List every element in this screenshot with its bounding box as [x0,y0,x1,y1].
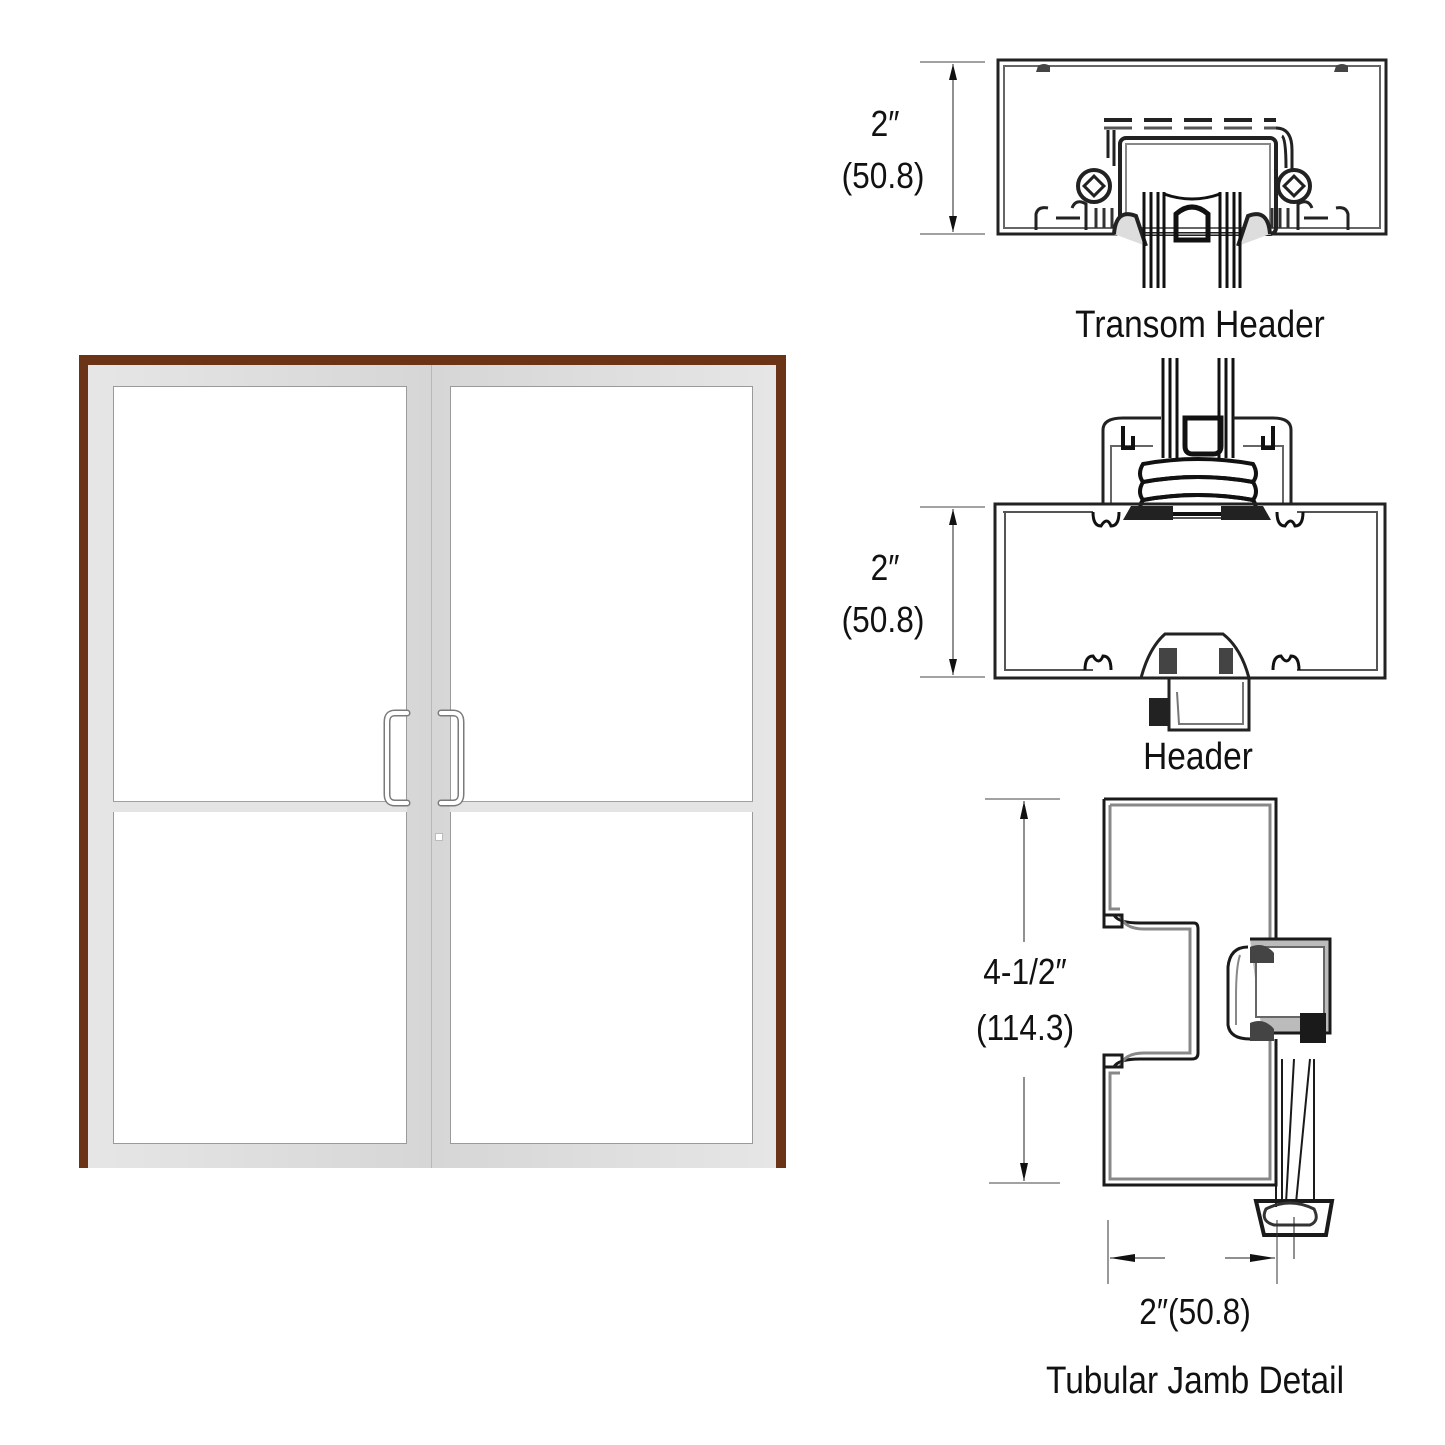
tubular-jamb-title: Tubular Jamb Detail [1046,1360,1344,1402]
transom-dimension-metric: (50.8) [841,155,925,196]
jamb-dimension-metric: (114.3) [975,1007,1075,1048]
jamb-dimension-horizontal-label: 2″(50.8) [1139,1291,1251,1332]
jamb-dimension-vertical [985,798,1060,1184]
transom-dimension-imperial: 2″ [870,103,900,144]
lock-cylinder [435,833,443,841]
header-profile [993,358,1387,732]
header-dimension-imperial: 2″ [870,547,900,588]
header-title: Header [1143,736,1253,778]
transom-header-profile [996,58,1388,288]
transom-header-title: Transom Header [1075,304,1325,346]
door-leaf-left [88,365,432,1168]
header-dimension-metric: (50.8) [841,599,925,640]
glass-pane-upper-left [113,386,407,802]
transom-dimension-line [920,61,985,235]
door-elevation [79,355,786,1168]
glass-pane-lower-left [113,812,407,1144]
pull-handles[interactable] [379,709,489,810]
glass-pane-lower-right [450,812,753,1144]
door-leaf-right [432,365,776,1168]
jamb-dimension-imperial: 4-1/2″ [983,951,1067,992]
jamb-dimension-horizontal [1107,1220,1278,1284]
tubular-jamb-profile [1102,797,1335,1259]
glass-pane-upper-right [450,386,753,802]
header-dimension-line [920,506,985,678]
